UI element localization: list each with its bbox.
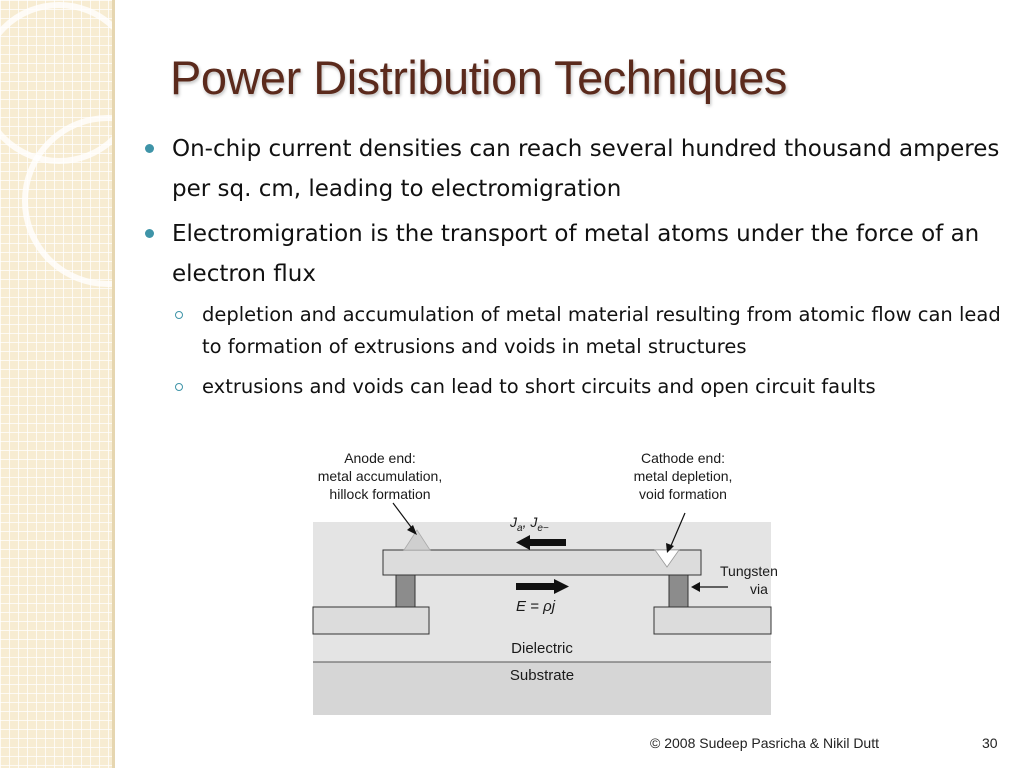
hillock-shape — [403, 529, 431, 551]
sub-bullet-text: extrusions and voids can lead to short c… — [202, 375, 876, 398]
slide-number: 30 — [982, 735, 998, 751]
anode-pointer-line — [392, 502, 415, 532]
current-subscript-e: e− — [537, 523, 549, 534]
current-arrow-icon — [516, 535, 530, 550]
cathode-label-line: metal depletion, — [634, 468, 733, 484]
side-divider — [112, 0, 115, 768]
bullet-item: On-chip current densities can reach seve… — [145, 129, 1015, 209]
bullet-dot-icon — [145, 144, 154, 153]
substrate-region — [313, 662, 771, 715]
current-symbol: J — [509, 514, 518, 530]
bullet-item: Electromigration is the transport of met… — [145, 214, 1015, 294]
field-label: E = ρj — [516, 598, 556, 615]
tungsten-via-left — [395, 574, 416, 608]
cathode-arrowhead-icon — [666, 543, 674, 553]
sub-bullet-circle-icon — [175, 311, 183, 319]
via-arrowhead-icon — [691, 582, 700, 592]
field-arrow-shaft — [516, 583, 556, 590]
via-label-line: via — [750, 581, 768, 597]
anode-label-line: metal accumulation, — [318, 468, 443, 484]
current-arrow-shaft — [530, 539, 566, 546]
metal-line — [382, 549, 702, 576]
anode-label-line: hillock formation — [329, 486, 430, 502]
bullet-list: On-chip current densities can reach seve… — [145, 129, 1015, 411]
current-label: Ja, Je− — [509, 514, 549, 534]
cathode-label-line: void formation — [639, 486, 727, 502]
via-label-line: Tungsten — [720, 563, 778, 579]
field-arrow-icon — [554, 579, 569, 594]
slide-title: Power Distribution Techniques — [170, 51, 787, 104]
tungsten-via-right — [668, 574, 689, 608]
decorative-side-panel — [0, 0, 112, 768]
lower-metal-left — [312, 606, 430, 635]
sub-bullet-item: depletion and accumulation of metal mate… — [175, 299, 1015, 363]
sub-bullet-text: depletion and accumulation of metal mate… — [202, 303, 1001, 358]
sub-bullet-item: extrusions and voids can lead to short c… — [175, 371, 1015, 403]
bullet-text: Electromigration is the transport of met… — [172, 221, 980, 287]
cathode-pointer-line — [669, 512, 686, 549]
sub-bullet-circle-icon — [175, 383, 183, 391]
anode-arrowhead-icon — [407, 525, 417, 535]
footer-copyright: © 2008 Sudeep Pasricha & Nikil Dutt — [650, 735, 879, 751]
cathode-label-line: Cathode end: — [641, 450, 725, 466]
bullet-dot-icon — [145, 229, 154, 238]
lower-metal-right — [653, 606, 772, 635]
substrate-label: Substrate — [510, 667, 574, 684]
dielectric-label: Dielectric — [511, 640, 573, 657]
anode-label-line: Anode end: — [344, 450, 416, 466]
bullet-text: On-chip current densities can reach seve… — [172, 136, 1000, 202]
current-separator: , J — [523, 514, 539, 530]
current-subscript-a: a — [517, 523, 523, 534]
electromigration-diagram: Anode end: metal accumulation, hillock f… — [312, 450, 778, 715]
